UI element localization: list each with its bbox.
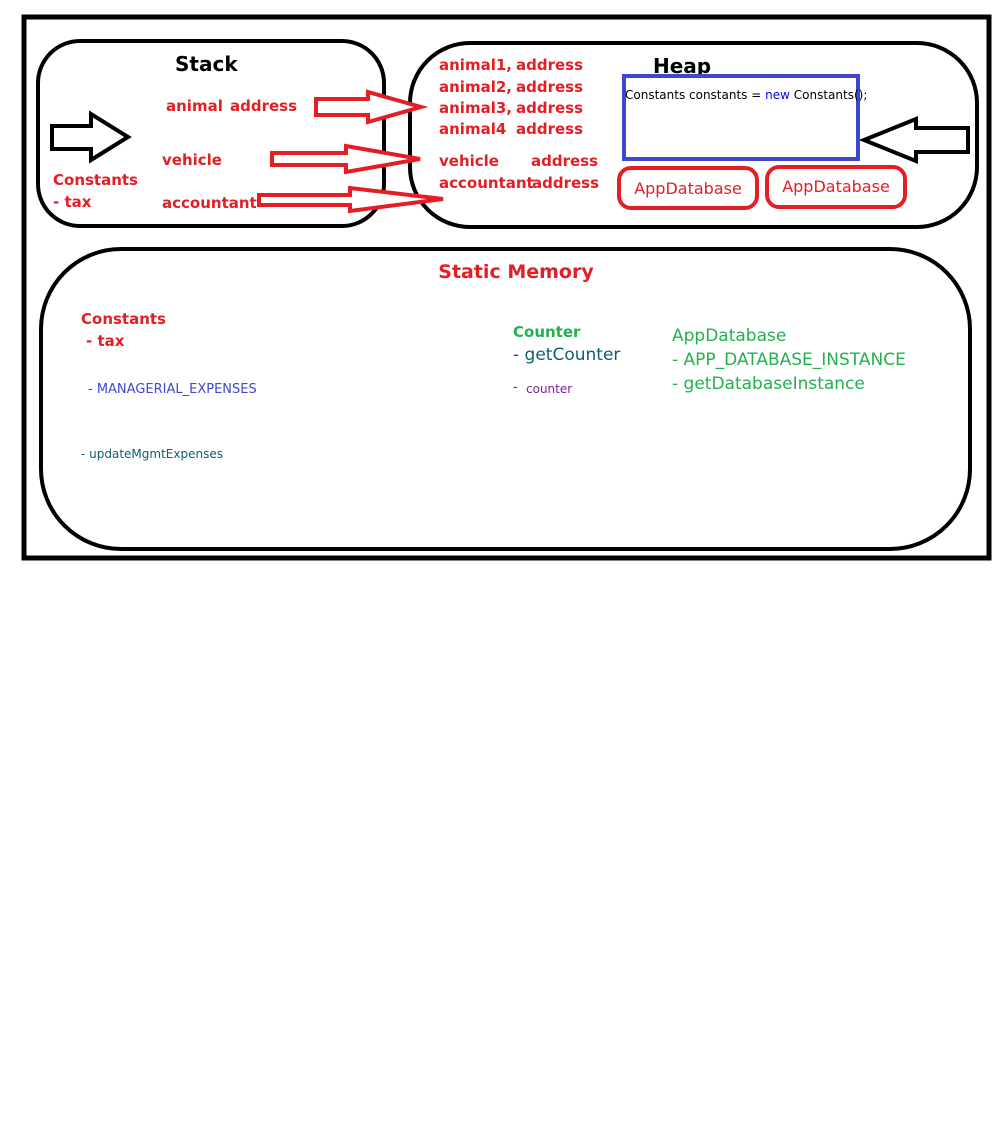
stack-animal-address: address bbox=[230, 97, 297, 115]
outer-frame bbox=[21, 14, 992, 561]
static-managerial-expenses: - MANAGERIAL_EXPENSES bbox=[88, 382, 257, 397]
static-counter-field: counter bbox=[526, 382, 572, 396]
heap-row-name: vehicle bbox=[439, 152, 499, 170]
heap-region bbox=[408, 41, 979, 229]
accountant-reference-arrow bbox=[257, 185, 444, 214]
static-get-counter: - getCounter bbox=[513, 345, 620, 365]
stack-vehicle-label: vehicle bbox=[162, 151, 222, 169]
vehicle-reference-arrow bbox=[270, 143, 421, 175]
app-database-object-2-label: AppDatabase bbox=[782, 177, 890, 196]
code-text: Constants constants = bbox=[625, 88, 765, 102]
app-database-object-1-label: AppDatabase bbox=[634, 179, 742, 198]
constants-object-box bbox=[622, 74, 860, 161]
constants-instantiation-code: Constants constants = new Constants(); bbox=[625, 88, 867, 102]
heap-row-name: animal4 bbox=[439, 120, 506, 138]
stack-title: Stack bbox=[175, 52, 238, 76]
heap-row-value: address bbox=[531, 152, 598, 170]
static-memory-region bbox=[39, 247, 972, 551]
heap-row-name: accountant bbox=[439, 174, 534, 192]
app-database-object-1 bbox=[617, 166, 759, 210]
stack-tax-label: - tax bbox=[53, 193, 92, 211]
heap-row-value: address bbox=[516, 99, 583, 117]
heap-row-value: address bbox=[516, 78, 583, 96]
static-app-database-label: AppDatabase bbox=[672, 326, 786, 346]
heap-row-name: animal1, bbox=[439, 56, 512, 74]
stack-accountant-label: accountant bbox=[162, 194, 257, 212]
heap-row-value: address bbox=[516, 56, 583, 74]
static-app-database-instance: - APP_DATABASE_INSTANCE bbox=[672, 350, 906, 370]
stack-constants-label: Constants bbox=[53, 171, 138, 189]
static-tax-label: - tax bbox=[86, 332, 125, 350]
stack-entry-arrow bbox=[50, 110, 132, 164]
heap-row-value: address bbox=[532, 174, 599, 192]
code-text: Constants(); bbox=[790, 88, 867, 102]
animal-reference-arrow bbox=[314, 89, 429, 125]
static-update-mgmt-expenses: - updateMgmtExpenses bbox=[81, 447, 223, 461]
static-constants-label: Constants bbox=[81, 310, 166, 328]
stack-region bbox=[36, 39, 386, 228]
static-get-database-instance: - getDatabaseInstance bbox=[672, 374, 865, 394]
heap-row-value: address bbox=[516, 120, 583, 138]
heap-entry-arrow bbox=[858, 116, 970, 164]
static-memory-title: Static Memory bbox=[438, 261, 594, 283]
static-counter-dash: - bbox=[513, 380, 518, 395]
heap-reference-list: animal1, address animal2, address animal… bbox=[439, 56, 599, 192]
stack-animal-label: animal bbox=[166, 97, 223, 115]
app-database-object-2 bbox=[765, 165, 907, 209]
heap-row-name: animal2, bbox=[439, 78, 512, 96]
code-keyword: new bbox=[765, 88, 790, 102]
static-counter-label: Counter bbox=[513, 323, 581, 341]
heap-row-name: animal3, bbox=[439, 99, 512, 117]
